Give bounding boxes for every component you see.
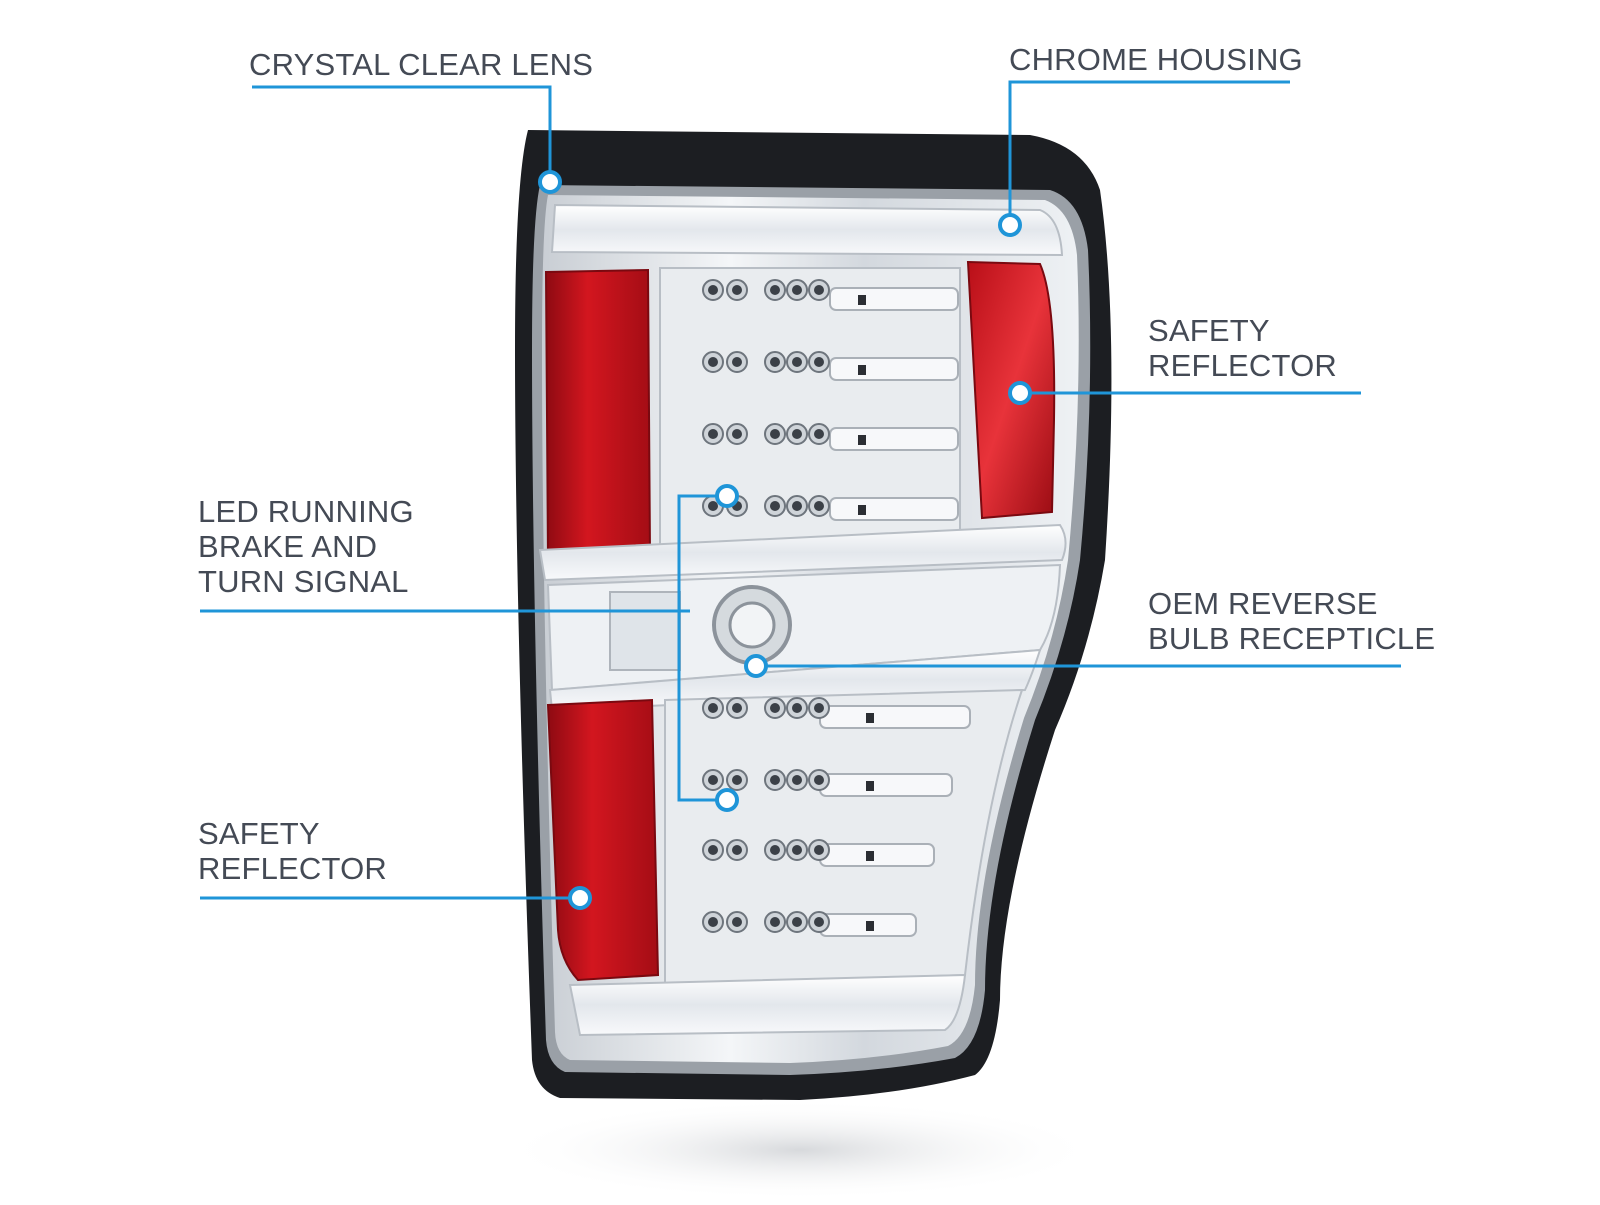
led-core (770, 285, 780, 295)
reverse-bulb-socket-inner (728, 601, 776, 649)
led-core (732, 775, 742, 785)
reverse-lens-block (609, 591, 681, 671)
fin-slot (858, 365, 866, 375)
label-safety-reflector-right: SAFETY REFLECTOR (1148, 313, 1337, 383)
led-core (732, 429, 742, 439)
led-core (814, 775, 824, 785)
label-line: LED RUNNING (198, 494, 414, 529)
fin-slot (866, 921, 874, 931)
callout-dot (715, 788, 739, 812)
fin (829, 497, 959, 521)
led-core (770, 501, 780, 511)
fin-slot (866, 713, 874, 723)
led-core (732, 357, 742, 367)
callout-dot (744, 654, 768, 678)
label-line: OEM REVERSE (1148, 586, 1378, 621)
led-core (814, 845, 824, 855)
label-line: SAFETY (1148, 313, 1270, 348)
label-led-running: LED RUNNING BRAKE AND TURN SIGNAL (198, 494, 414, 599)
leader-led-upper-branch (677, 494, 727, 802)
led-core (792, 703, 802, 713)
label-line: SAFETY (198, 816, 320, 851)
lower-led-panel (664, 688, 1024, 987)
led-core (708, 775, 718, 785)
led-core (814, 917, 824, 927)
leader-chrome-housing (1008, 80, 1290, 225)
label-line: REFLECTOR (198, 851, 387, 886)
led-core (732, 285, 742, 295)
label-line: REFLECTOR (1148, 348, 1337, 383)
led-core (770, 845, 780, 855)
led-core (708, 917, 718, 927)
led-core (770, 357, 780, 367)
label-line: TURN SIGNAL (198, 564, 409, 599)
led-core (814, 501, 824, 511)
upper-left-reflector (544, 268, 652, 562)
led-core (792, 429, 802, 439)
label-safety-reflector-left: SAFETY REFLECTOR (198, 816, 387, 886)
callout-dot (715, 484, 739, 508)
label-chrome-housing: CHROME HOUSING (1009, 42, 1303, 77)
callout-dot (568, 886, 592, 910)
label-line: BULB RECEPTICLE (1148, 621, 1436, 656)
callout-dot (998, 213, 1022, 237)
led-core (732, 917, 742, 927)
label-crystal-clear-lens: CRYSTAL CLEAR LENS (249, 47, 593, 82)
upper-fins (829, 287, 959, 521)
top-chrome-band (550, 203, 1064, 257)
fin-slot (866, 781, 874, 791)
led-core (792, 775, 802, 785)
fin (819, 773, 953, 797)
floor-shadow (500, 1100, 1100, 1200)
fin-slot (866, 851, 874, 861)
led-core (708, 285, 718, 295)
led-core (792, 845, 802, 855)
fin-slot (858, 435, 866, 445)
led-core (732, 703, 742, 713)
middle-chrome-band (538, 523, 1067, 582)
fin (819, 705, 971, 729)
lower-fins (819, 705, 971, 937)
led-core (792, 501, 802, 511)
led-core (792, 357, 802, 367)
led-core (708, 703, 718, 713)
led-core (708, 501, 718, 511)
led-core (814, 285, 824, 295)
led-core (770, 429, 780, 439)
label-line: CRYSTAL CLEAR LENS (249, 47, 594, 82)
label-line: CHROME HOUSING (1009, 42, 1303, 77)
fin (829, 427, 959, 451)
fin (819, 843, 935, 867)
callout-dot (1008, 381, 1032, 405)
led-core (770, 775, 780, 785)
led-core (792, 917, 802, 927)
led-core (792, 285, 802, 295)
callout-dot (538, 170, 562, 194)
lower-led-cluster (702, 697, 830, 933)
led-core (814, 429, 824, 439)
led-core (814, 703, 824, 713)
bottom-chrome-band (568, 973, 967, 1037)
fin (829, 287, 959, 311)
led-core (708, 429, 718, 439)
led-core (708, 357, 718, 367)
fin (829, 357, 959, 381)
fin-slot (858, 295, 866, 305)
label-oem-reverse: OEM REVERSE BULB RECEPTICLE (1148, 586, 1435, 656)
lower-left-reflector (546, 698, 660, 982)
led-core (732, 845, 742, 855)
led-core (770, 917, 780, 927)
label-line: BRAKE AND (198, 529, 378, 564)
leader-crystal-clear-lens (252, 85, 552, 182)
led-core (708, 845, 718, 855)
led-core (814, 357, 824, 367)
led-core (770, 703, 780, 713)
fin-slot (858, 505, 866, 515)
